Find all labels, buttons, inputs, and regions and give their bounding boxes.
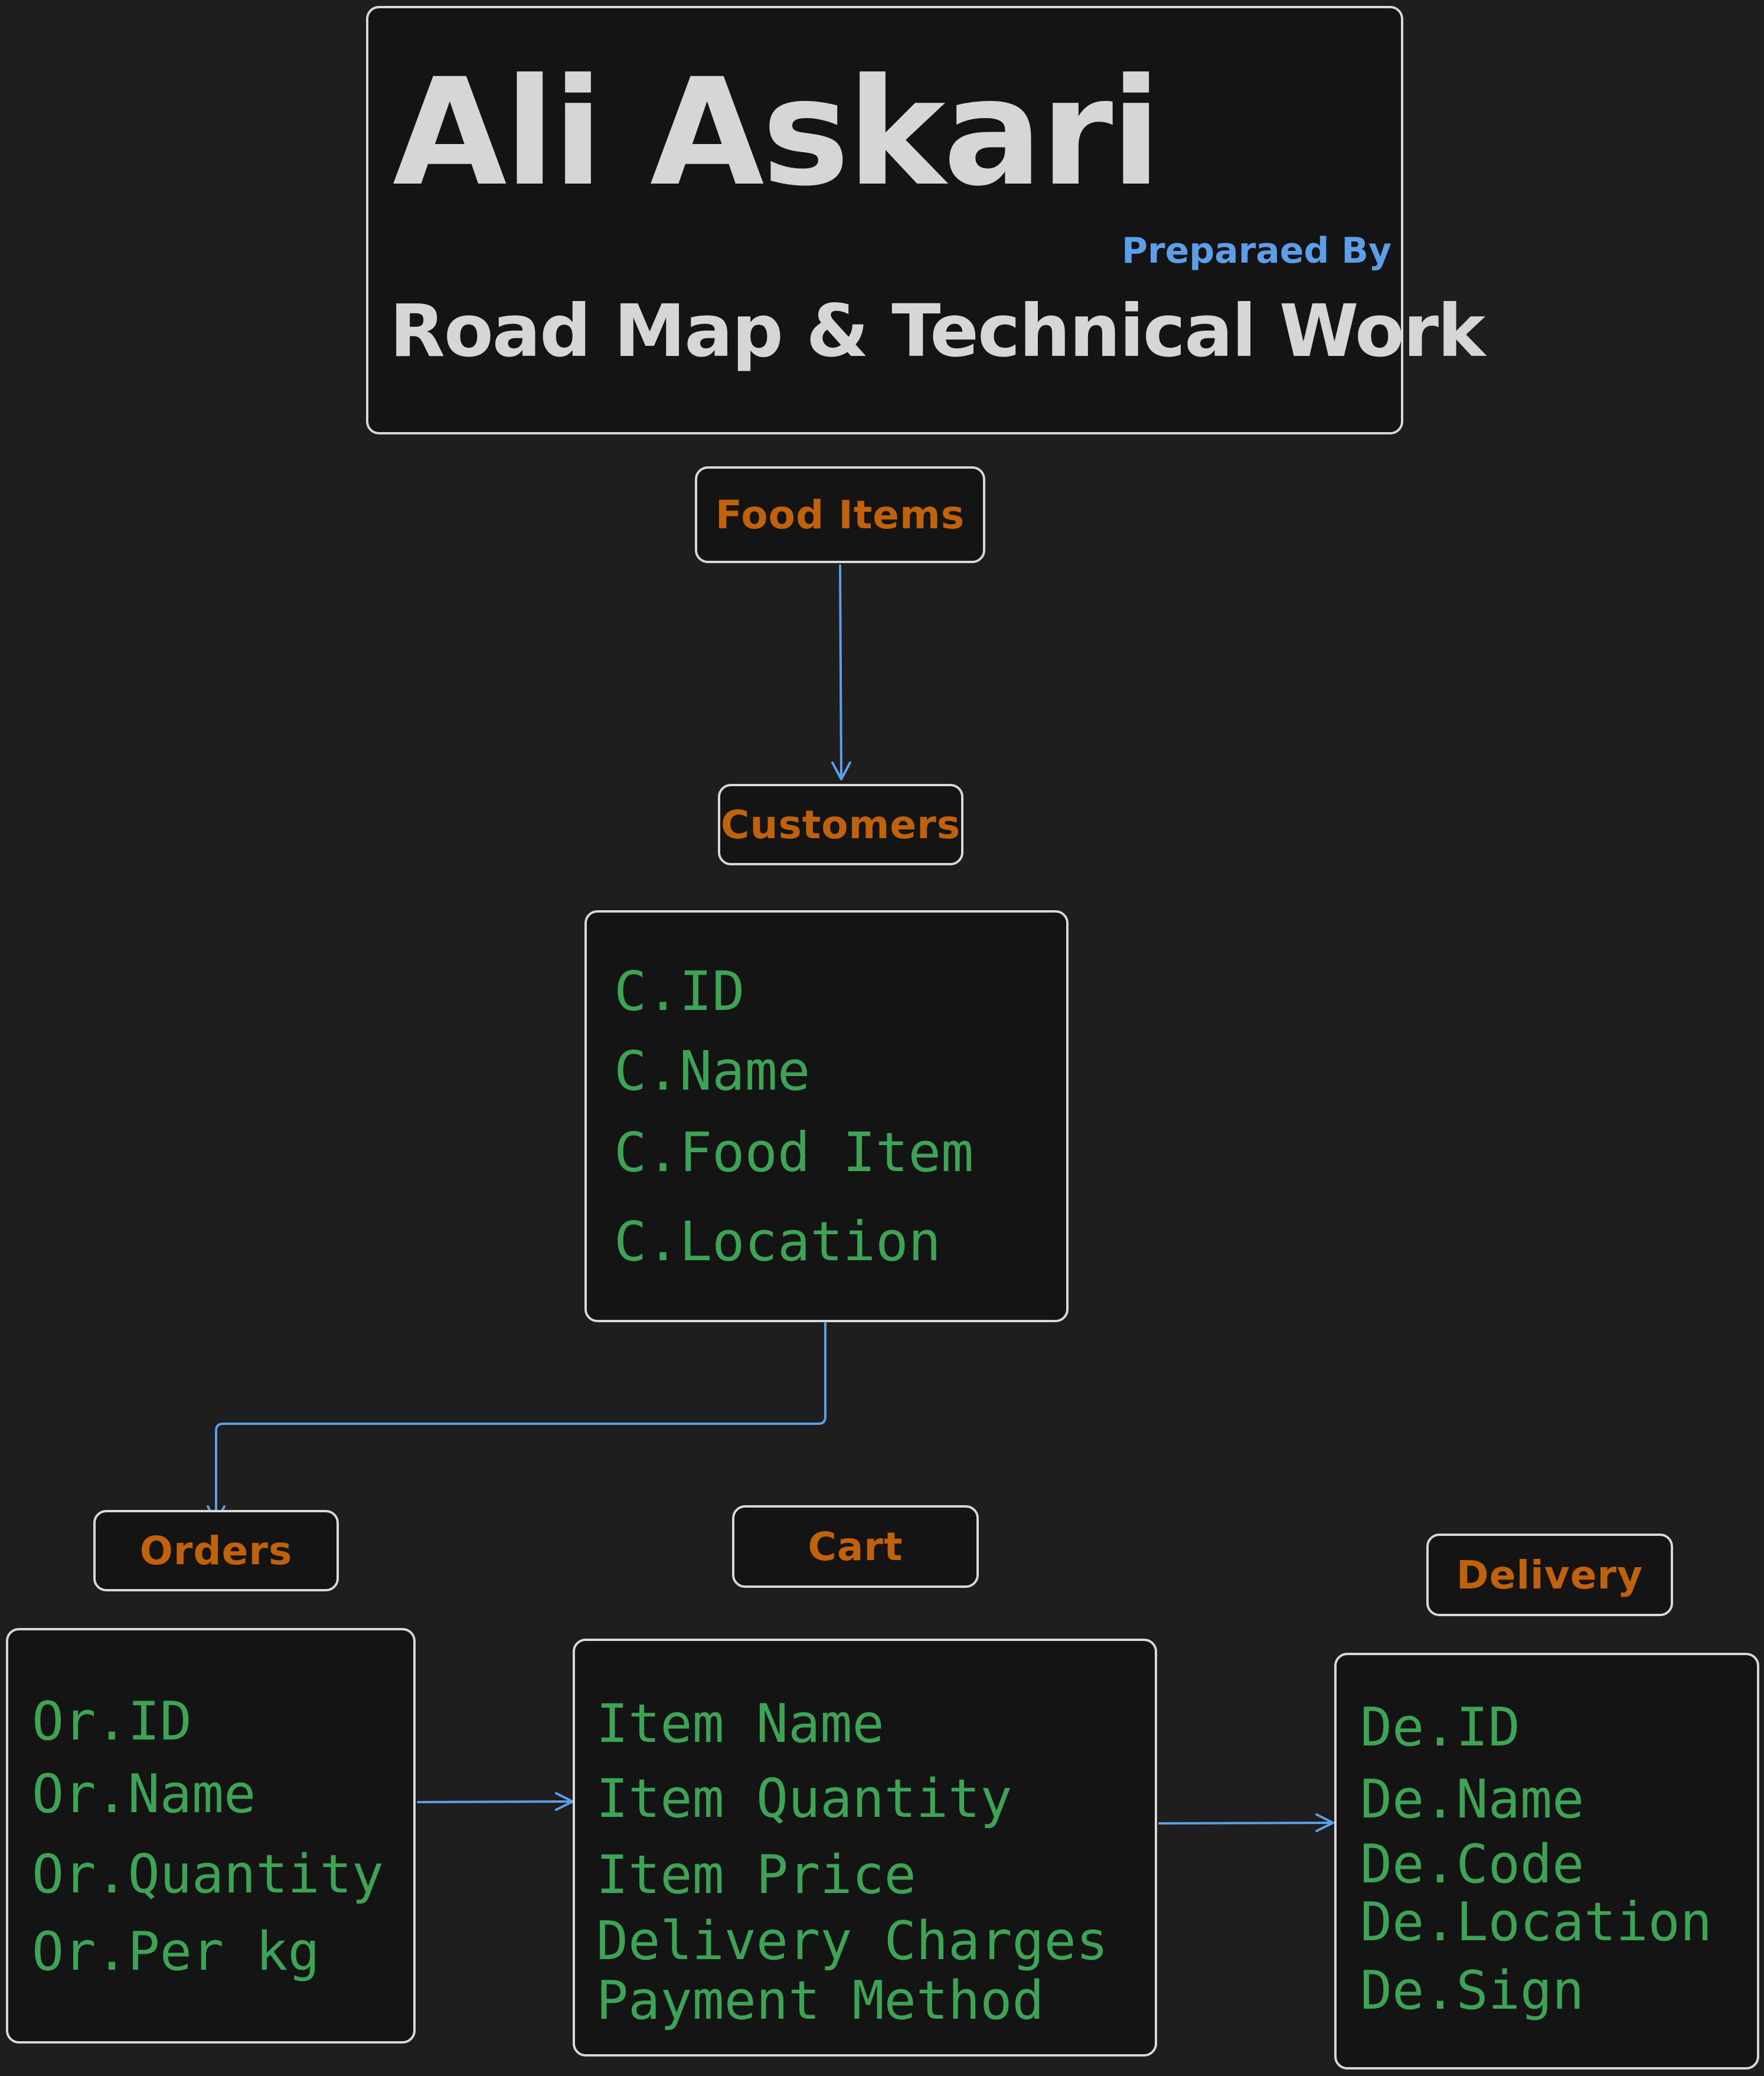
arrow-customers-to-orders — [215, 1322, 827, 1523]
field-item: De.ID — [1360, 1696, 1520, 1758]
field-item: Or.Quantity — [32, 1843, 384, 1905]
orders-label: Orders — [139, 1528, 293, 1574]
food-items-label: Food Items — [715, 492, 965, 538]
delivery-entity: Delivery — [1426, 1534, 1673, 1616]
arrow-fooditems-to-customers — [839, 564, 842, 779]
field-item: De.Sign — [1360, 1960, 1585, 2022]
cart-entity: Cart — [732, 1505, 979, 1588]
field-item: Or.Per kg — [32, 1921, 320, 1983]
field-item: C.Location — [614, 1210, 941, 1273]
cart-fields-box: Item Name Item Quantity Item Price Deliv… — [573, 1639, 1157, 2057]
field-item: Item Quantity — [596, 1768, 1012, 1830]
delivery-fields-box: De.ID De.Name De.Code De.Location De.Sig… — [1334, 1653, 1759, 2070]
field-item: C.Food Item — [614, 1121, 974, 1184]
title-subtitle: Road Map & Technical Work — [390, 289, 1485, 373]
arrowhead-cart-to-delivery — [1315, 1813, 1334, 1832]
delivery-label: Delivery — [1456, 1552, 1644, 1598]
arrowhead-fooditems-to-customers — [831, 761, 851, 780]
food-items-entity: Food Items — [695, 466, 985, 563]
field-item: Delivery Charges — [596, 1910, 1108, 1972]
field-item: C.Name — [614, 1039, 811, 1103]
title-box — [366, 6, 1403, 434]
field-item: Item Name — [596, 1693, 884, 1755]
orders-fields-box: Or.ID Or.Name Or.Quantity Or.Per kg — [6, 1628, 416, 2044]
cart-label: Cart — [808, 1524, 903, 1570]
field-item: Or.ID — [32, 1691, 192, 1753]
field-item: Payment Method — [596, 1970, 1044, 2032]
customers-label: Customers — [721, 802, 961, 848]
field-item: Item Price — [596, 1844, 916, 1906]
field-item: De.Code — [1360, 1833, 1585, 1895]
orders-entity: Orders — [93, 1510, 339, 1591]
customers-entity: Customers — [718, 784, 963, 865]
title-name: Ali Askari — [393, 47, 1161, 218]
customers-fields-box: C.ID C.Name C.Food Item C.Location — [584, 910, 1069, 1322]
prepared-by-label: Preparaed By — [1122, 230, 1392, 272]
field-item: De.Name — [1360, 1768, 1585, 1830]
field-item: Or.Name — [32, 1763, 256, 1825]
field-item: C.ID — [614, 960, 745, 1023]
field-item: De.Location — [1360, 1891, 1713, 1953]
